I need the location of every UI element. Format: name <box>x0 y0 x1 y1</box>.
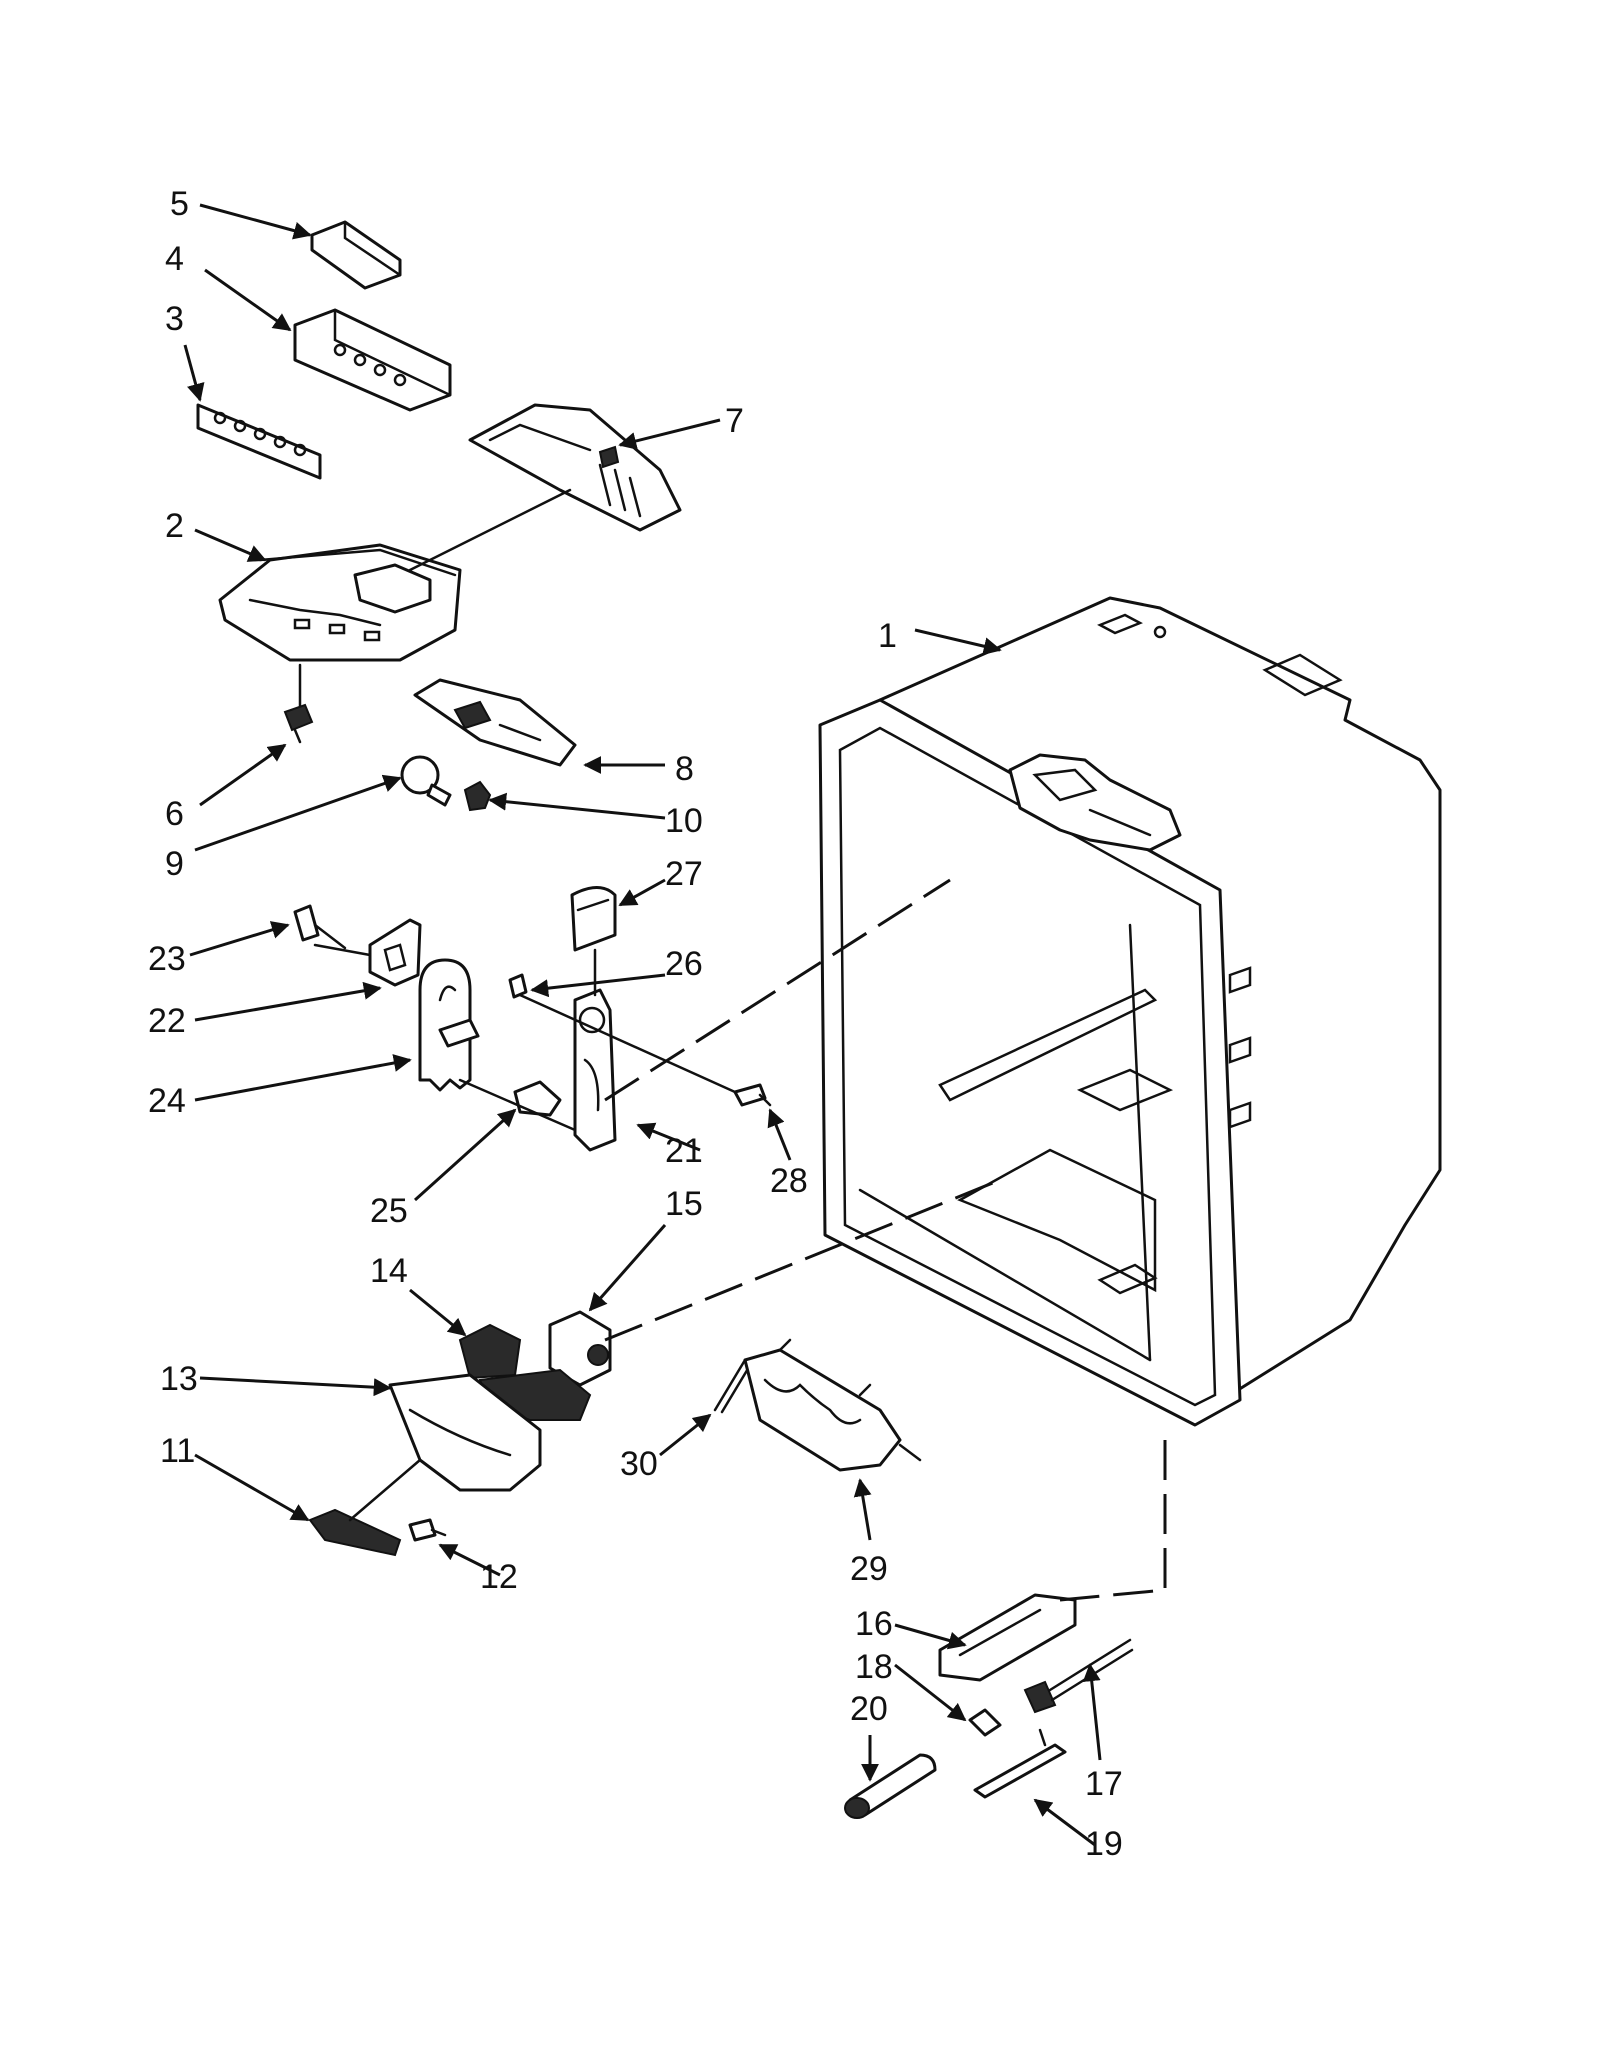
callout-19: 19 <box>1085 1825 1123 1863</box>
part-8-light-housing <box>413 678 577 767</box>
part-5-cover <box>310 220 402 290</box>
connector-lines <box>313 488 1167 1602</box>
callout-8: 8 <box>675 750 694 788</box>
callout-16: 16 <box>855 1605 893 1643</box>
callout-17: 17 <box>1085 1765 1123 1803</box>
callout-23: 23 <box>148 940 186 978</box>
callout-6: 6 <box>165 795 184 833</box>
callout-22: 22 <box>148 1002 186 1040</box>
callout-11: 11 <box>160 1432 195 1470</box>
part-19-filter-bracket <box>973 1728 1067 1799</box>
part-7-vented-cover <box>468 403 682 532</box>
callout-24: 24 <box>148 1082 186 1120</box>
callout-1: 1 <box>878 617 897 655</box>
callout-4: 4 <box>165 240 184 278</box>
part-18-holder <box>968 1708 1002 1737</box>
part-26-cap <box>508 973 528 999</box>
callout-3: 3 <box>165 300 184 338</box>
callout-18: 18 <box>855 1648 893 1686</box>
callout-29: 29 <box>850 1550 888 1588</box>
part-16-filter-head <box>938 1593 1077 1682</box>
part-24-water-tube <box>418 958 480 1092</box>
callout-26: 26 <box>665 945 703 983</box>
part-29-heater-coil <box>743 1338 922 1472</box>
callout-9: 9 <box>165 845 184 883</box>
callout-28: 28 <box>770 1162 808 1200</box>
callout-12: 12 <box>480 1558 518 1596</box>
callout-labels: 1 2 3 4 5 6 7 8 9 10 11 12 13 14 15 16 1… <box>148 185 1123 1863</box>
part-28-screw <box>733 1083 772 1107</box>
callout-25: 25 <box>370 1192 408 1230</box>
part-23-thermistor <box>293 904 347 950</box>
part-9-bulb <box>400 755 452 807</box>
leader-arrows <box>183 203 1102 1847</box>
part-6-switch <box>283 663 314 744</box>
part-13-dispenser-housing <box>388 1373 542 1492</box>
callout-27: 27 <box>665 855 703 893</box>
part-17-cartridge-stem <box>1023 1638 1134 1714</box>
part-10-socket <box>463 780 492 812</box>
part-1-liner <box>818 596 1442 1427</box>
part-27-cover-plate <box>570 886 617 952</box>
callout-30: 30 <box>620 1445 658 1483</box>
callout-10: 10 <box>665 802 703 840</box>
callout-21: 21 <box>665 1132 703 1170</box>
part-11-grille <box>308 1508 402 1557</box>
callout-7: 7 <box>725 402 744 440</box>
part-25-clip <box>513 1080 562 1117</box>
callout-2: 2 <box>165 507 184 545</box>
callout-20: 20 <box>850 1690 888 1728</box>
part-20-filter-cartridge <box>844 1753 937 1819</box>
part-3-control-strip <box>196 403 322 480</box>
callout-5: 5 <box>170 185 189 223</box>
part-4-panel-bracket <box>293 308 452 412</box>
part-21-damper <box>573 988 617 1152</box>
callout-13: 13 <box>160 1360 198 1398</box>
part-12-screw <box>408 1518 447 1542</box>
callout-14: 14 <box>370 1252 408 1290</box>
part-15-valve <box>548 1310 612 1387</box>
callout-15: 15 <box>665 1185 703 1223</box>
part-22-bracket <box>368 918 422 987</box>
part-2-control-housing <box>218 543 462 662</box>
